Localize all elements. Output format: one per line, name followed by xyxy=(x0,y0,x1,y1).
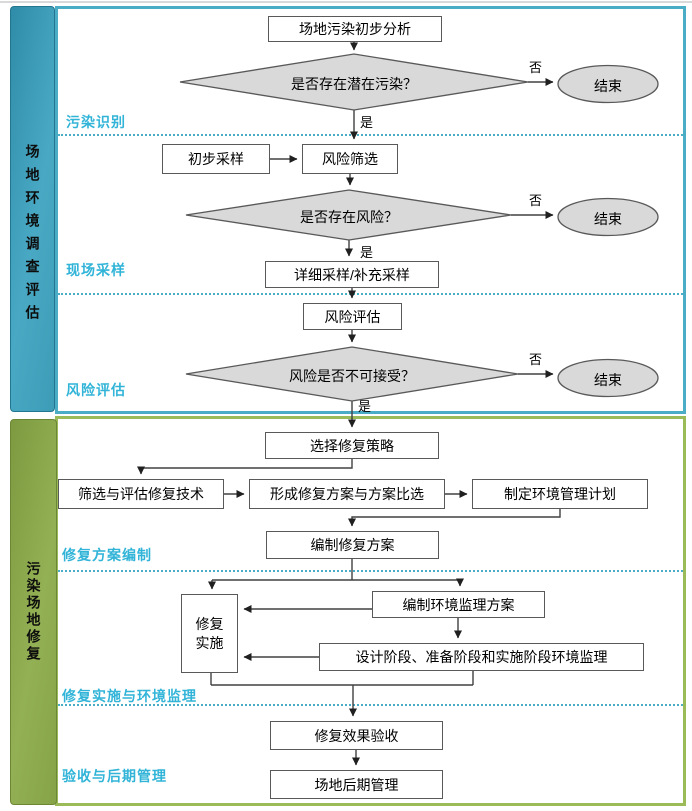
label-plan-compilation: 修复方案编制 xyxy=(62,547,152,563)
node-phase-supervision: 设计阶段、准备阶段和实施阶段环境监理 xyxy=(319,643,644,671)
branch-yes-2: 是 xyxy=(360,245,374,260)
divider-impl-supervision xyxy=(58,704,683,706)
label-site-sampling: 现场采样 xyxy=(66,262,126,278)
end-terminator-2-text: 结束 xyxy=(594,211,622,227)
label-acceptance-mgmt: 验收与后期管理 xyxy=(62,768,167,784)
decision-risk-text: 是否存在风险？ xyxy=(300,209,398,225)
section-investigation-frame xyxy=(55,6,686,414)
sidebar-investigation: 场地环境调查评估 xyxy=(10,6,55,412)
node-effect-acceptance: 修复效果验收 xyxy=(270,721,443,750)
node-select-strategy: 选择修复策略 xyxy=(265,432,439,459)
decision-risk-shape xyxy=(185,189,512,241)
branch-yes-3: 是 xyxy=(358,399,372,414)
decision-potential-pollution-text: 是否存在潜在污染？ xyxy=(291,76,417,92)
node-env-mgmt-plan: 制定环境管理计划 xyxy=(472,479,648,509)
end-terminator-1-shape xyxy=(557,64,659,104)
node-compile-plan: 编制修复方案 xyxy=(266,531,439,559)
decision-potential-pollution-shape xyxy=(179,53,529,111)
branch-no-1: 否 xyxy=(529,60,543,75)
node-detailed-sampling: 详细采样/补充采样 xyxy=(265,261,439,288)
label-risk-assessment: 风险评估 xyxy=(66,382,126,398)
divider-site-sampling xyxy=(58,293,683,295)
decision-unacceptable-shape xyxy=(185,346,519,402)
node-start-analysis: 场地污染初步分析 xyxy=(268,16,442,42)
end-terminator-3-text: 结束 xyxy=(594,372,622,388)
end-terminator-3-shape xyxy=(557,358,659,398)
label-pollution-identification: 污染识别 xyxy=(66,114,126,130)
branch-no-2: 否 xyxy=(529,193,543,208)
node-post-mgmt: 场地后期管理 xyxy=(270,770,443,799)
divider-pollution-id xyxy=(58,134,683,136)
sidebar-remediation: 污染场地修复 xyxy=(10,419,57,805)
node-risk-screening: 风险筛选 xyxy=(302,144,398,174)
node-risk-assessment: 风险评估 xyxy=(303,303,402,330)
branch-no-3: 否 xyxy=(529,352,543,367)
end-terminator-1-text: 结束 xyxy=(594,78,622,94)
label-impl-supervision: 修复实施与环境监理 xyxy=(62,688,197,704)
sidebar-investigation-title: 场地环境调查评估 xyxy=(24,144,41,328)
end-terminator-2-shape xyxy=(557,197,659,237)
node-env-supervision-plan: 编制环境监理方案 xyxy=(372,591,545,618)
sidebar-remediation-title: 污染场地修复 xyxy=(25,561,42,663)
node-screen-tech: 筛选与评估修复技术 xyxy=(58,479,224,509)
branch-yes-1: 是 xyxy=(360,115,374,130)
divider-plan-compile xyxy=(58,570,683,572)
node-form-plan: 形成修复方案与方案比选 xyxy=(249,479,445,509)
node-remediation-impl: 修复实施 xyxy=(181,594,238,673)
top-divider xyxy=(0,1,692,3)
node-preliminary-sampling: 初步采样 xyxy=(162,144,270,174)
decision-unacceptable-text: 风险是否不可接受？ xyxy=(289,368,415,384)
